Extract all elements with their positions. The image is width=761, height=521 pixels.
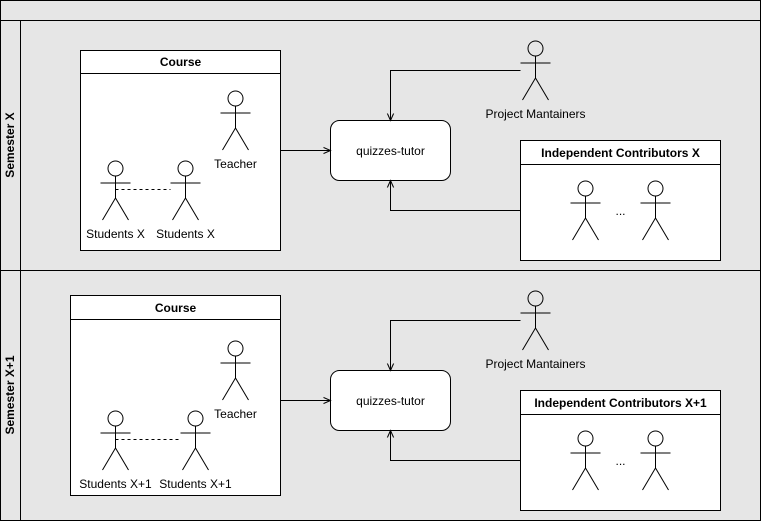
maintainers-label: Project Mantainers — [485, 357, 585, 371]
maintainer-actor-icon — [520, 40, 551, 101]
students-left-label: Students X — [86, 227, 145, 241]
students-right-label: Students X — [156, 227, 215, 241]
course-container: Course — [70, 295, 281, 496]
contributors-ellipsis: ... — [615, 204, 625, 218]
lane-label: Semester X+1 — [3, 355, 17, 434]
pool-header — [0, 0, 761, 21]
contributor-actor-icon — [570, 430, 601, 491]
system-label: quizzes-tutor — [356, 144, 425, 158]
student-actor-icon — [100, 160, 131, 221]
contributors-to-system-arrow — [391, 181, 521, 211]
contributors-to-system-arrow — [391, 431, 521, 461]
course-container: Course — [80, 50, 281, 251]
teacher-label: Teacher — [214, 157, 257, 171]
maintainers-to-system-arrow — [391, 320, 521, 371]
maintainer-actor-icon — [520, 290, 551, 351]
students-right-label: Students X+1 — [159, 477, 232, 491]
students-left-label: Students X+1 — [79, 477, 152, 491]
lane-label: Semester X — [3, 112, 17, 177]
student-actor-icon — [100, 410, 131, 471]
contributors-title: Independent Contributors X — [541, 146, 700, 160]
course-title: Course — [155, 301, 197, 315]
system-label: quizzes-tutor — [356, 394, 425, 408]
contributor-actor-icon — [640, 180, 671, 241]
maintainers-label: Project Mantainers — [485, 107, 585, 121]
student-actor-icon — [170, 160, 201, 221]
lane-semester-x: Semester X Course Teacher Students X — [0, 20, 761, 271]
quizzes-tutor-node: quizzes-tutor — [330, 120, 451, 181]
teacher-label: Teacher — [214, 407, 257, 421]
contributor-actor-icon — [570, 180, 601, 241]
maintainers-to-system-arrow — [391, 70, 521, 121]
course-title: Course — [160, 55, 202, 69]
quizzes-tutor-node: quizzes-tutor — [330, 370, 451, 431]
contributors-ellipsis: ... — [615, 454, 625, 468]
contributors-container: Independent Contributors X+1 — [520, 390, 721, 511]
contributors-container: Independent Contributors X — [520, 140, 721, 261]
teacher-actor-icon — [220, 90, 251, 151]
student-actor-icon — [180, 410, 211, 471]
contributors-title: Independent Contributors X+1 — [534, 396, 707, 410]
contributor-actor-icon — [640, 430, 671, 491]
teacher-actor-icon — [220, 340, 251, 401]
lane-semester-x-plus-1: Semester X+1 Course Teacher Students X+1 — [0, 270, 761, 521]
